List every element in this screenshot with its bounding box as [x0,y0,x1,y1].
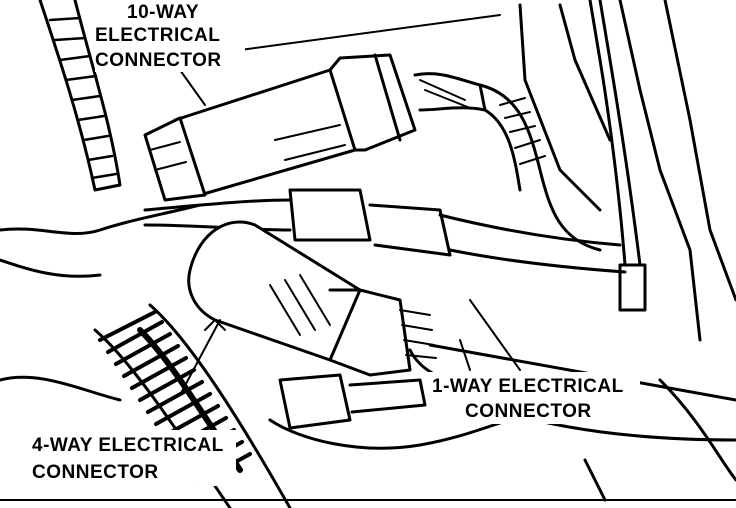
leader-10-way-bottom [179,69,206,106]
label-10-way: 10-WAY ELECTRICAL CONNECTOR [95,0,245,72]
label-10-way-line3: CONNECTOR [95,50,222,71]
four-way-connector [187,220,472,387]
right-wire-bundle [478,0,647,312]
label-1-way-line2: CONNECTOR [465,401,592,422]
label-4-way-line1: 4-WAY ELECTRICAL [32,435,224,456]
leader-4-way [179,319,221,396]
label-1-way-line1: 1-WAY ELECTRICAL [432,376,624,397]
leader-1-way [469,299,521,371]
label-4-way-line2: CONNECTOR [32,462,159,483]
label-1-way: 1-WAY ELECTRICAL CONNECTOR [428,372,640,424]
label-10-way-line2: ELECTRICAL [95,25,220,46]
middle-cable [143,188,627,274]
left-wire-loom [38,0,122,192]
ten-way-connector [143,53,487,202]
label-10-way-line1: 10-WAY [127,2,199,23]
label-4-way: 4-WAY ELECTRICAL CONNECTOR [28,430,236,486]
leader-10-way-top [239,14,501,51]
leader-lines [179,14,521,396]
one-way-connector [278,373,427,430]
